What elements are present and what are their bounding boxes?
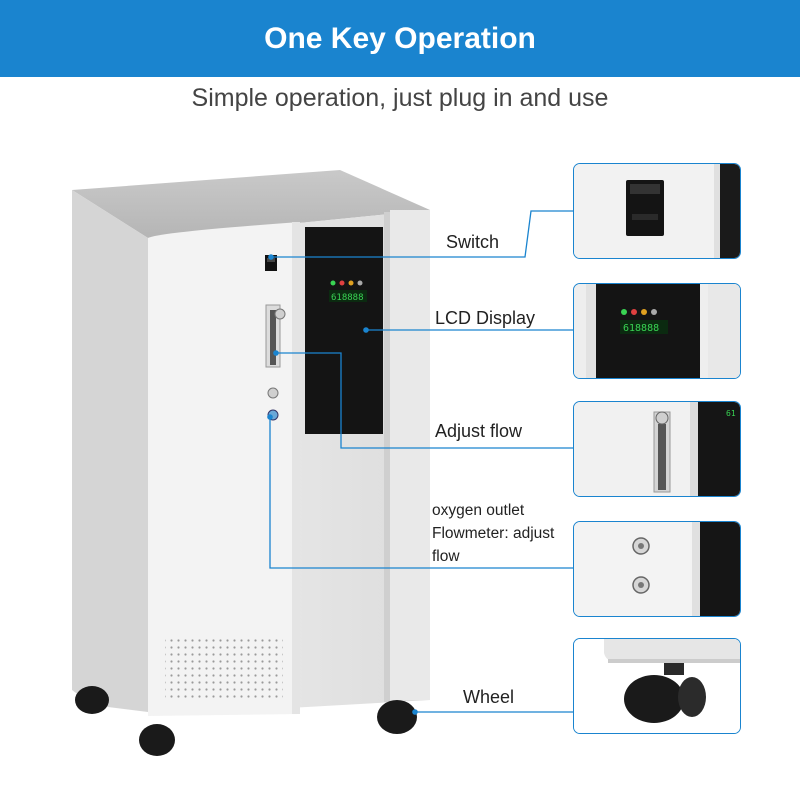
- caster-wheel: [75, 686, 109, 714]
- caster-wheel-icon: [624, 675, 684, 723]
- outlet-label-line: oxygen outlet: [432, 502, 525, 519]
- callout-label-wheel: Wheel: [463, 687, 515, 707]
- inset-lcd-detail: 618888: [573, 283, 741, 379]
- inset-outlet-detail: [573, 521, 741, 617]
- lcd-icon: [348, 280, 354, 286]
- callout-label-lcd: LCD Display: [435, 308, 536, 328]
- svg-text:618888: 618888: [623, 323, 659, 334]
- outlet-label-line: flow: [432, 548, 460, 565]
- svg-text:61: 61: [726, 409, 736, 418]
- page-subtitle: Simple operation, just plug in and use: [191, 84, 609, 112]
- inset-switch-detail: [573, 163, 741, 259]
- flow-knob-icon: [655, 411, 669, 425]
- device-side-panel: [72, 190, 148, 712]
- caster-wheel: [377, 700, 417, 734]
- panel-divider: [384, 212, 390, 702]
- header-banner: [0, 0, 800, 77]
- lcd-icon: [339, 280, 345, 286]
- lcd-digits: 618888: [331, 293, 364, 303]
- callout-label-flow: Adjust flow: [435, 421, 523, 441]
- callout-label-outlet: oxygen outlet Flowmeter: adjust flow: [432, 499, 572, 568]
- lcd-screen-icon: [620, 320, 668, 334]
- page-title: One Key Operation: [264, 22, 536, 55]
- lcd-icon: [330, 280, 336, 286]
- device-top: [72, 170, 430, 238]
- device-front-left: [148, 222, 300, 716]
- panel-divider: [292, 222, 300, 714]
- callout-line-outlet: [269, 417, 575, 569]
- caster-wheel: [139, 724, 175, 756]
- flow-knob: [274, 308, 286, 320]
- callout-line-flow: [276, 352, 575, 449]
- inset-flow-detail: 61: [573, 401, 741, 497]
- outlet-port: [267, 387, 279, 399]
- outlet-label-line: Flowmeter: adjust: [432, 525, 555, 542]
- right-edge-panel: [390, 210, 430, 700]
- callout-label-switch: Switch: [446, 232, 500, 252]
- inset-wheel-detail: [573, 638, 741, 734]
- lcd-icon: [357, 280, 363, 286]
- callout-lines: [269, 210, 575, 713]
- lcd-screen: [329, 290, 367, 302]
- vent-grille: [165, 638, 283, 700]
- callout-line-switch: [271, 210, 575, 258]
